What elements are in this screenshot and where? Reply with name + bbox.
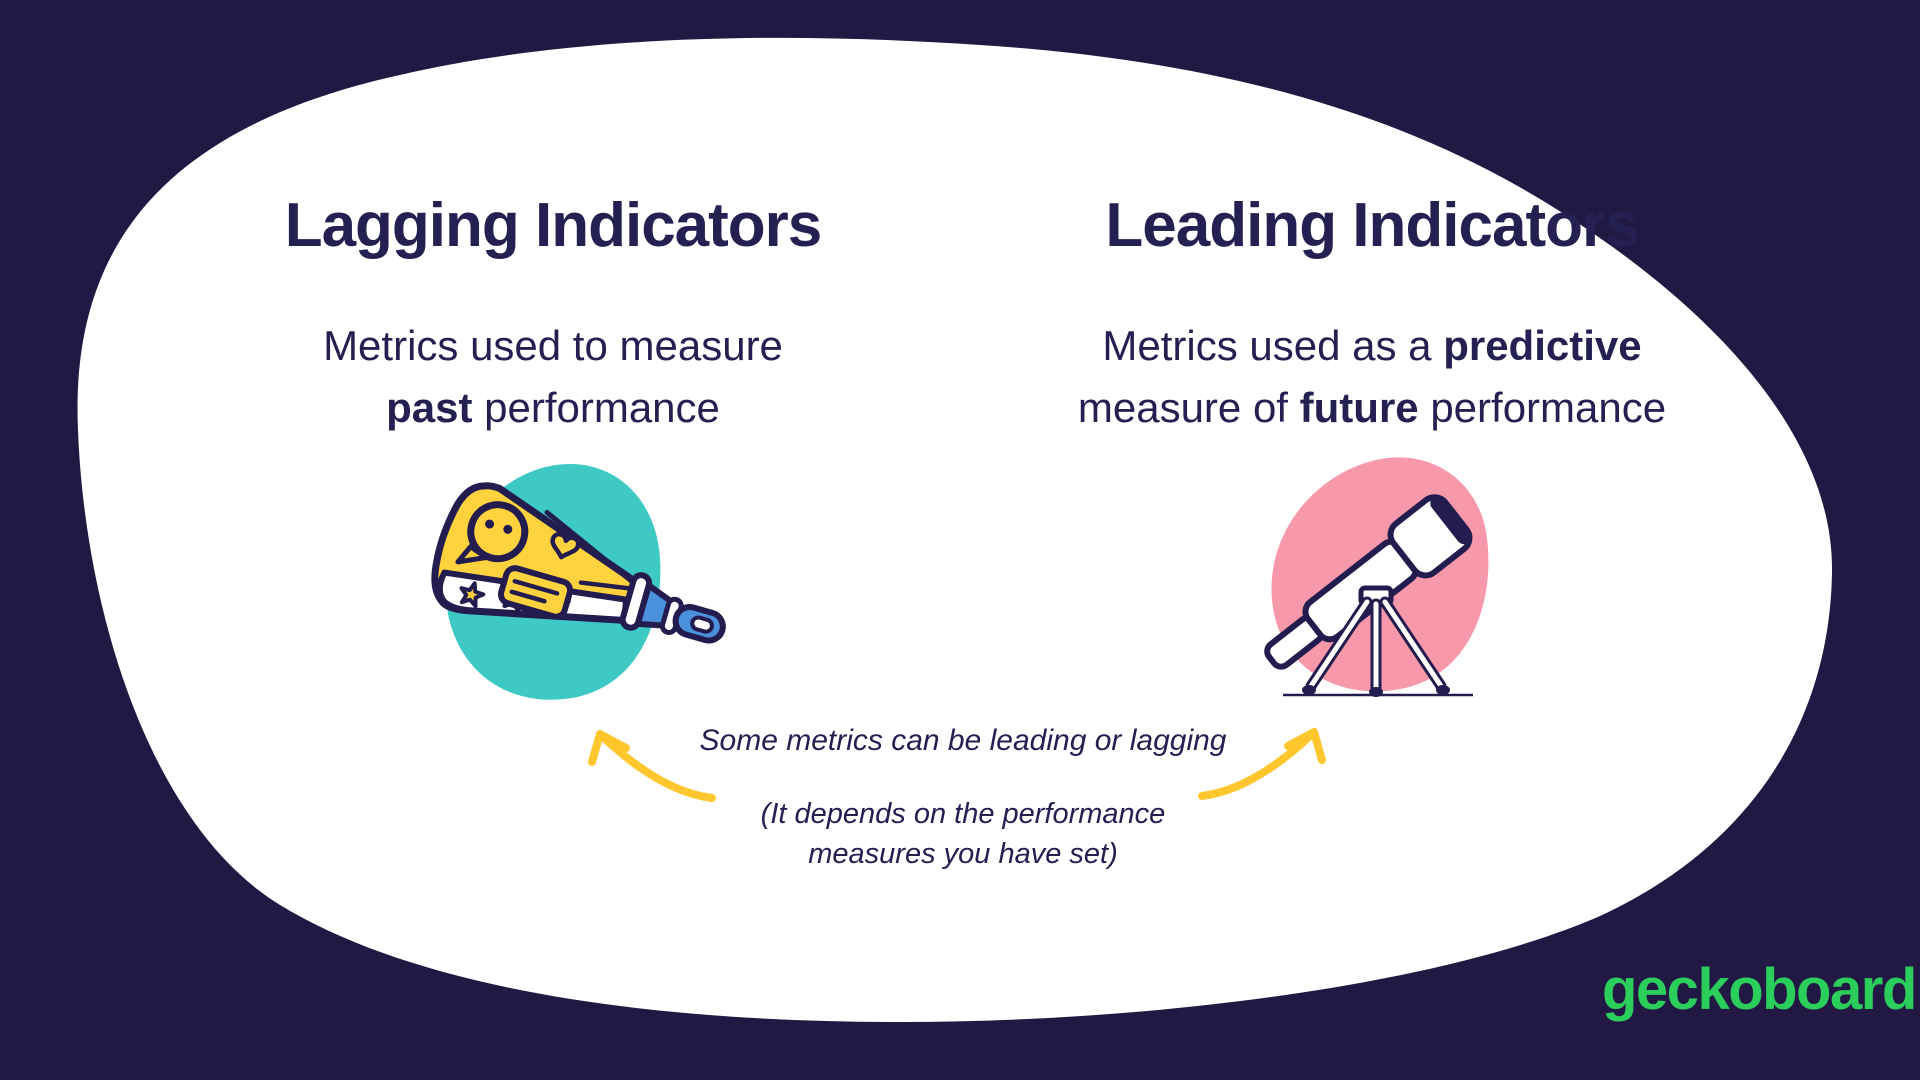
lens-cap bbox=[1430, 495, 1473, 545]
bubble-tail bbox=[455, 544, 489, 565]
arrow-left-head-a bbox=[588, 730, 604, 766]
arrow-left-head-b bbox=[596, 730, 630, 752]
leg-left-fill bbox=[1308, 599, 1370, 689]
center-note-line2: (It depends on the performance bbox=[760, 798, 1166, 830]
leading-subtitle-line2-bold: future bbox=[1299, 384, 1419, 431]
heart-icon bbox=[550, 532, 581, 560]
foot-left bbox=[1302, 685, 1316, 695]
lagging-subtitle-bold: past bbox=[386, 384, 473, 431]
arrow-right-head-a bbox=[1310, 728, 1326, 764]
handle-slot bbox=[690, 615, 714, 634]
star-icon bbox=[459, 581, 486, 609]
megaphone-group bbox=[431, 482, 726, 644]
telescope-icon bbox=[1264, 457, 1489, 697]
review-line1 bbox=[512, 579, 560, 596]
cone-line-mid1 bbox=[578, 580, 634, 591]
smiley-bubble bbox=[467, 501, 529, 563]
arrow-right-head-b bbox=[1284, 728, 1318, 750]
leading-subtitle: Metrics used as a predictive measure of … bbox=[992, 315, 1752, 439]
lagging-title: Lagging Indicators bbox=[284, 191, 823, 260]
geckoboard-logo: geckoboard bbox=[1602, 957, 1917, 1022]
white-blob-shape bbox=[77, 37, 1833, 1023]
leading-subtitle-line2-pre: measure of bbox=[1077, 384, 1288, 431]
cone-line-top bbox=[544, 509, 641, 589]
center-note-line1: Some metrics can be leading or lagging bbox=[699, 724, 1227, 757]
center-note-line2-3: (It depends on the performance measures … bbox=[613, 794, 1313, 874]
leading-column: Leading Indicators Metrics used as a pre… bbox=[992, 190, 1752, 439]
lagging-subtitle-line1: Metrics used to measure bbox=[323, 322, 783, 369]
megaphone-icon bbox=[431, 463, 726, 700]
leading-title: Leading Indicators bbox=[1105, 191, 1639, 260]
center-note: Some metrics can be leading or lagging (… bbox=[613, 724, 1313, 874]
lagging-subtitle: Metrics used to measure past performance bbox=[173, 315, 933, 439]
lagging-column: Lagging Indicators Metrics used to measu… bbox=[173, 190, 933, 439]
leading-subtitle-line1-pre: Metrics used as a bbox=[1102, 322, 1432, 369]
smiley-eye-right bbox=[503, 524, 513, 534]
lagging-subtitle-rest: performance bbox=[484, 384, 720, 431]
arrow-right-shaft bbox=[1198, 732, 1314, 800]
review-line2 bbox=[509, 589, 547, 604]
foot-right bbox=[1436, 685, 1450, 695]
leading-subtitle-line1-bold: predictive bbox=[1443, 322, 1642, 369]
center-note-line3: measures you have set) bbox=[808, 838, 1118, 870]
leading-subtitle-line2-rest: performance bbox=[1430, 384, 1667, 431]
smiley-eye-left bbox=[485, 519, 495, 529]
curved-arrow-right-icon bbox=[1198, 728, 1326, 800]
tripod-group bbox=[1283, 585, 1473, 697]
arrow-left-shaft bbox=[600, 734, 716, 802]
leg-right-fill bbox=[1382, 599, 1444, 689]
curved-arrow-left-icon bbox=[588, 730, 716, 802]
